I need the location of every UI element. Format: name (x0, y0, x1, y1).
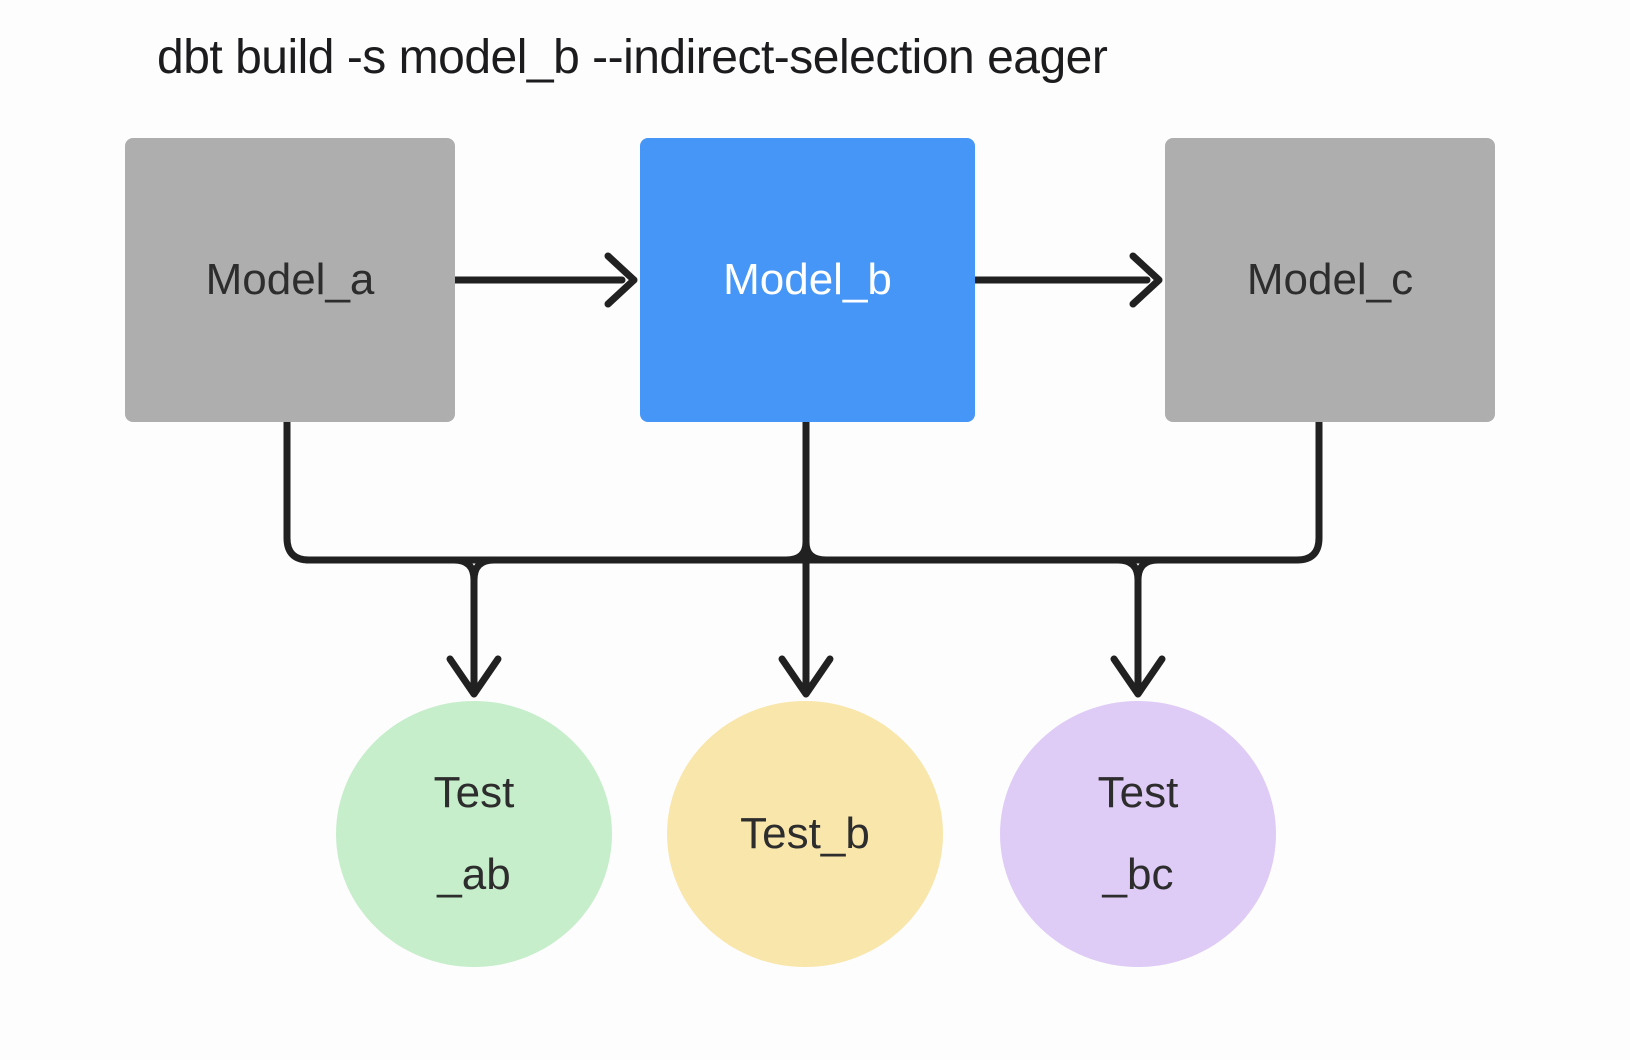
node-model-a: Model_a (125, 138, 455, 422)
diagram-title: dbt build -s model_b --indirect-selectio… (157, 31, 1108, 84)
bus-fork-test-ab (450, 556, 498, 694)
node-test-ab: Test _ab (336, 701, 612, 967)
arrowhead-test-ab (446, 655, 502, 698)
node-test-bc-label-line1: Test (1097, 768, 1179, 817)
node-model-b-label: Model_b (723, 255, 892, 304)
arrowhead-model-b-to-model-c (1129, 252, 1163, 308)
node-model-b-selected: Model_b (640, 138, 975, 422)
edge-model-a-to-bus (283, 418, 313, 564)
node-test-ab-label-line2: _ab (437, 850, 511, 899)
node-model-a-label: Model_a (205, 255, 375, 304)
node-test-ab-label-line1: Test (433, 768, 515, 817)
node-test-bc: Test _bc (1000, 701, 1276, 967)
bus-fork-test-bc (1114, 556, 1162, 694)
edge-model-c-to-bus (1293, 418, 1323, 564)
node-test-bc-label-line2: _bc (1102, 850, 1174, 899)
arrowhead-test-bc (1110, 655, 1166, 698)
bus-junction-model-b (782, 538, 830, 564)
node-test-b-label-line1: Test_b (740, 809, 870, 858)
node-model-c-label: Model_c (1246, 255, 1414, 304)
node-test-b: Test_b (667, 701, 943, 967)
arrowhead-model-a-to-model-b (604, 252, 638, 308)
node-model-c: Model_c (1165, 138, 1495, 422)
arrowhead-test-b (778, 655, 834, 698)
